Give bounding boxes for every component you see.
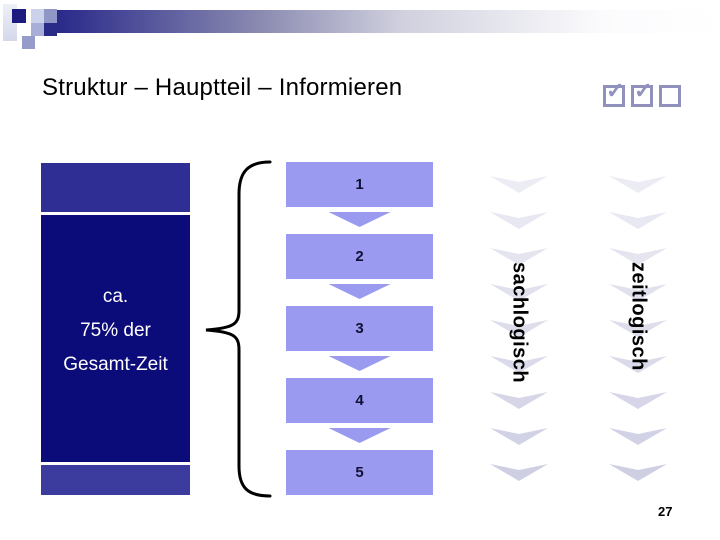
- time-share-block: ca. 75% der Gesamt-Zeit: [41, 163, 190, 495]
- pixel-mosaic-square: [31, 9, 44, 23]
- pixel-mosaic-square: [44, 9, 57, 23]
- flow-steps: 1 2 3 4 5: [286, 162, 433, 495]
- flow-step-box: 3: [286, 306, 433, 351]
- chevron-column-zeitlogisch: [609, 176, 667, 500]
- down-chevron-icon: [609, 428, 667, 445]
- down-chevron-icon: [490, 176, 548, 193]
- down-chevron-icon: [490, 464, 548, 481]
- down-chevron-icon: [609, 464, 667, 481]
- time-block-line: ca.: [102, 285, 129, 307]
- flow-step-box: 5: [286, 450, 433, 495]
- checkmark-icon: ✓: [606, 78, 625, 103]
- down-chevron-icon: [490, 212, 548, 229]
- down-chevron-icon: [609, 212, 667, 229]
- down-arrow-icon: [328, 284, 391, 299]
- checkbox-checked-icon: ✓: [631, 80, 653, 107]
- down-chevron-icon: [490, 392, 548, 409]
- pixel-mosaic-square: [31, 23, 44, 36]
- pixel-mosaic-square: [44, 23, 57, 36]
- down-chevron-icon: [490, 428, 548, 445]
- vertical-label-sachlogisch: sachlogisch: [508, 262, 531, 384]
- pixel-mosaic-square: [12, 9, 26, 23]
- down-arrow-icon: [328, 212, 391, 227]
- checkbox-checked-icon: ✓: [603, 80, 625, 107]
- checkmark-icon: ✓: [634, 78, 653, 103]
- flow-step-box: 1: [286, 162, 433, 207]
- flow-step-box: 4: [286, 378, 433, 423]
- checkbox-unchecked-icon: [659, 85, 681, 107]
- vertical-label-zeitlogisch: zeitlogisch: [627, 262, 650, 371]
- header-gradient-bar: [55, 10, 720, 33]
- down-chevron-icon: [609, 392, 667, 409]
- progress-checkboxes: ✓ ✓: [603, 80, 681, 107]
- time-block-bottom-band: [41, 462, 190, 495]
- chevron-column-sachlogisch: [490, 176, 548, 500]
- time-block-top-band: [41, 163, 190, 215]
- down-chevron-icon: [609, 176, 667, 193]
- down-arrow-icon: [328, 428, 391, 443]
- page-number: 27: [658, 504, 673, 519]
- time-block-line: 75% der: [80, 319, 151, 341]
- pixel-mosaic-square: [22, 36, 35, 49]
- time-block-line: Gesamt-Zeit: [63, 353, 168, 375]
- curly-brace: [205, 160, 272, 498]
- flow-step-box: 2: [286, 234, 433, 279]
- slide-title: Struktur – Hauptteil – Informieren: [42, 74, 403, 101]
- down-arrow-icon: [328, 356, 391, 371]
- time-block-label: ca. 75% der Gesamt-Zeit: [41, 215, 190, 462]
